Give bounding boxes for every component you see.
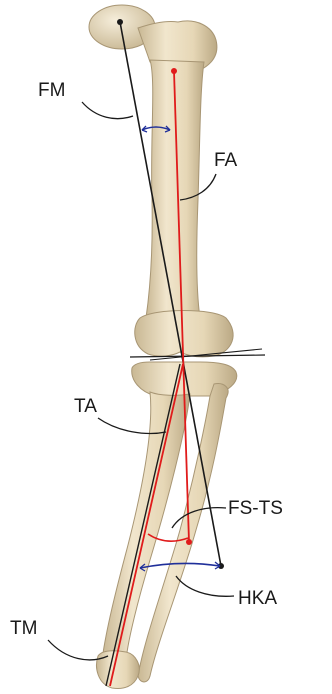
label-hka: HKA bbox=[238, 588, 277, 609]
femoral-condyles bbox=[135, 311, 233, 357]
femoral-axis-start-point bbox=[171, 68, 177, 74]
label-fs-ts: FS-TS bbox=[228, 498, 283, 519]
label-tm: TM bbox=[10, 618, 37, 639]
label-fa: FA bbox=[214, 150, 238, 171]
hip-center-point bbox=[117, 19, 123, 25]
label-fm: FM bbox=[38, 80, 65, 101]
tibial-anatomical-axis bbox=[110, 364, 183, 686]
label-ta: TA bbox=[74, 396, 97, 417]
tibia-fibula bbox=[97, 362, 237, 689]
tibial-mechanical-axis bbox=[106, 364, 180, 686]
femoral-axis-end-point bbox=[186, 539, 192, 545]
fm-leader bbox=[82, 102, 133, 119]
ankle-malleolus bbox=[97, 651, 140, 689]
femur bbox=[89, 5, 233, 357]
hka-leader bbox=[176, 576, 234, 596]
